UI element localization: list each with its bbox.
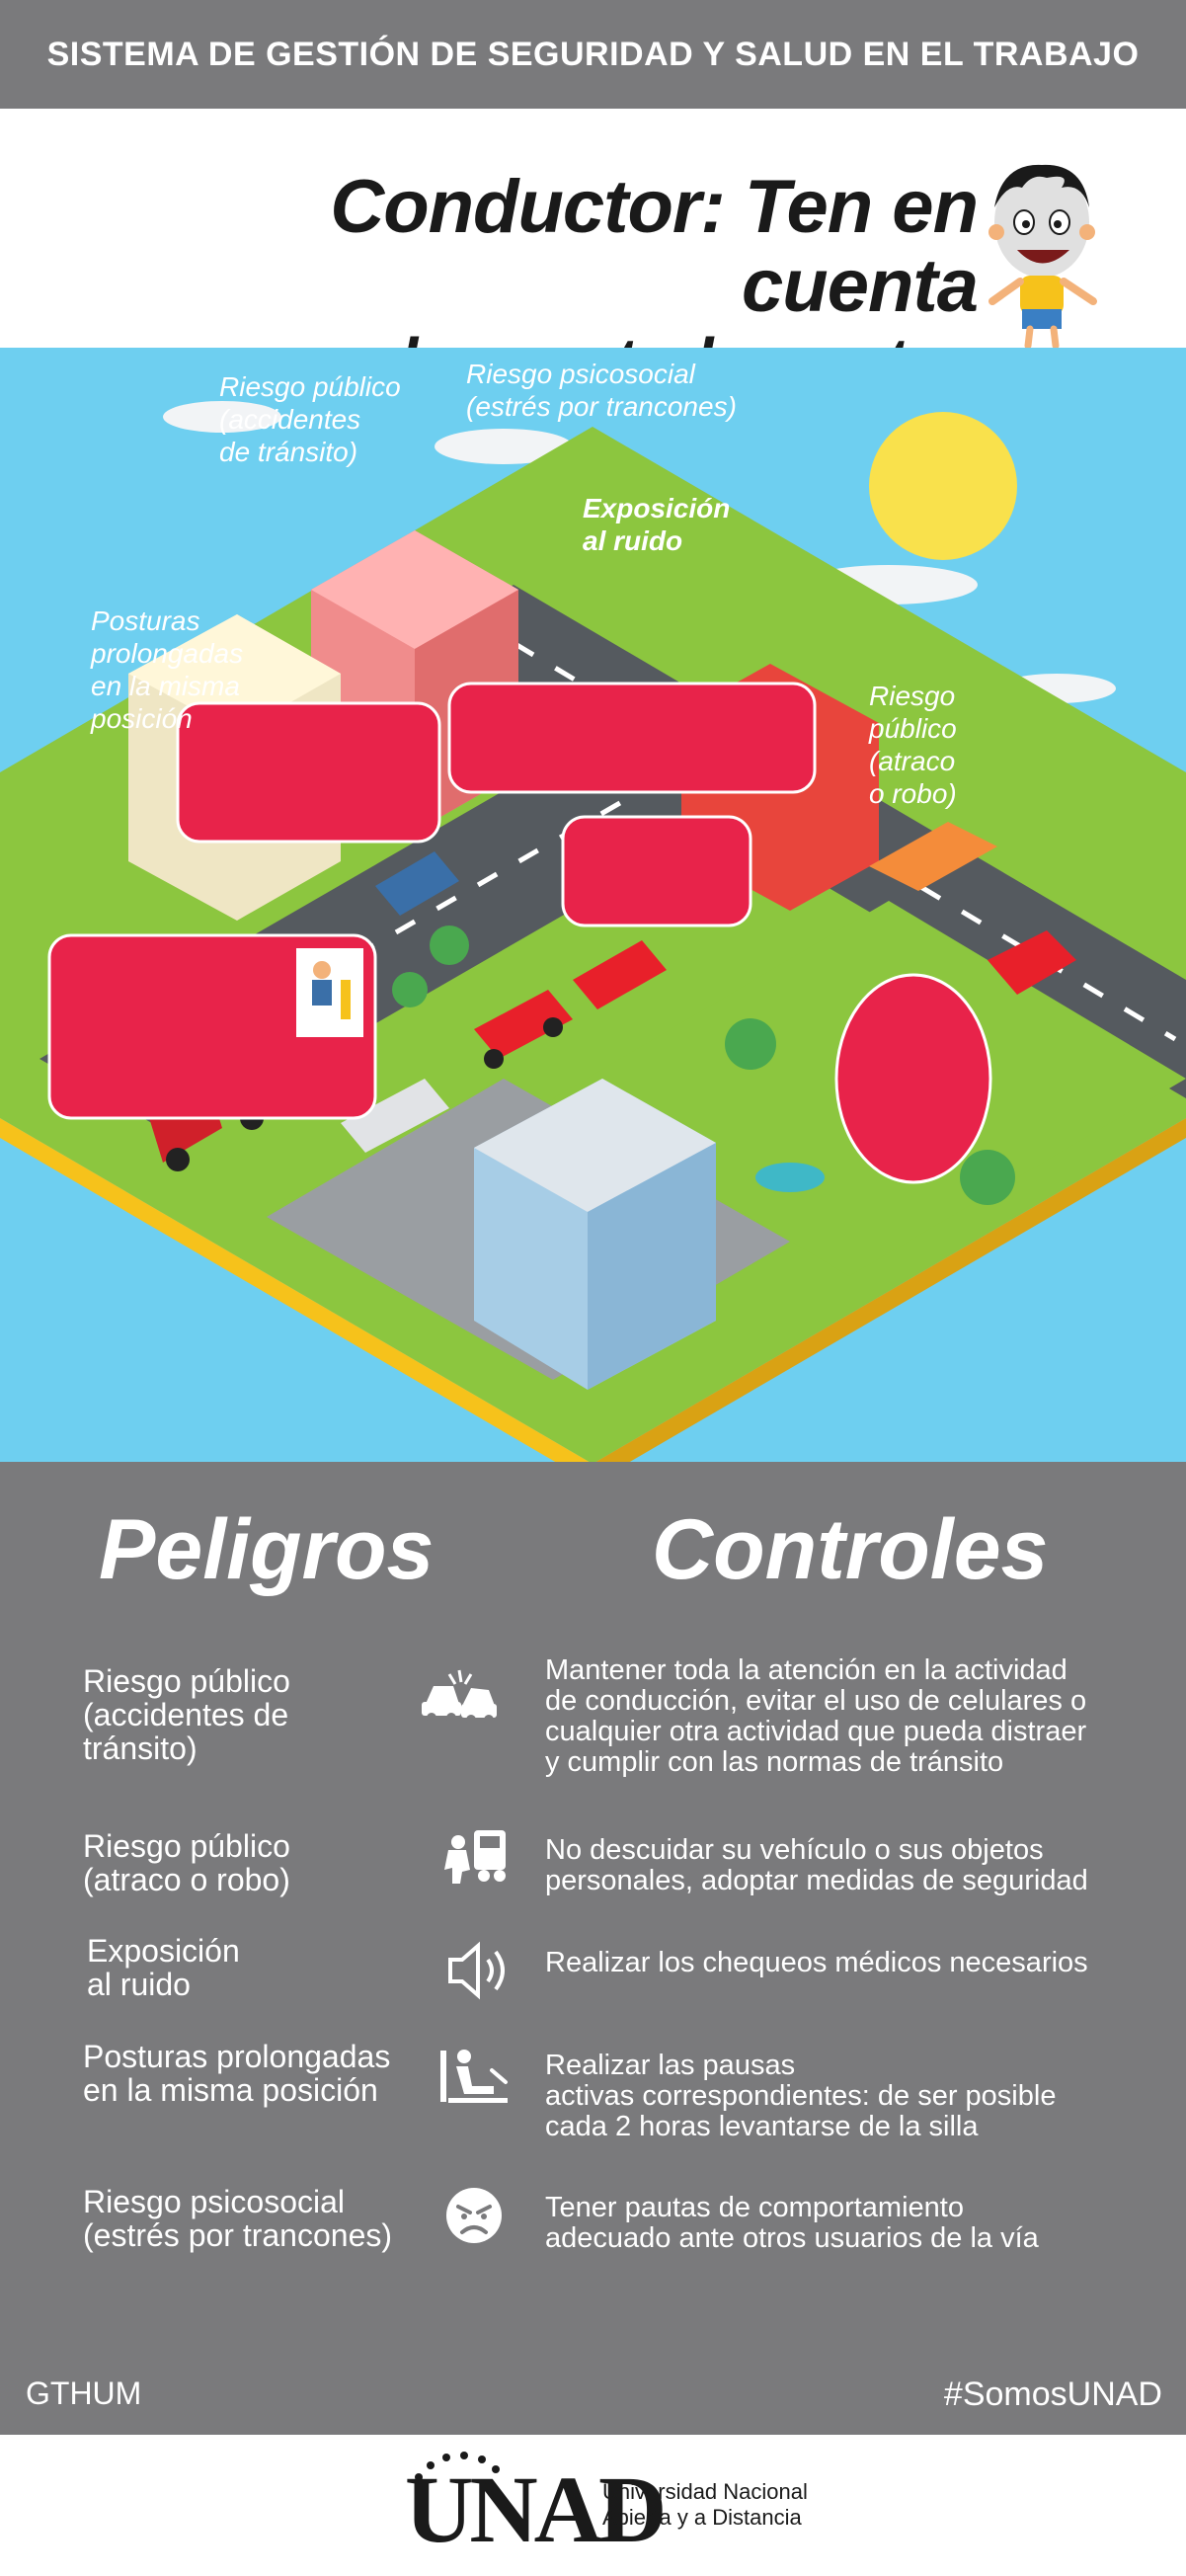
system-title: SISTEMA DE GESTIÓN DE SEGURIDAD Y SALUD … <box>46 35 1140 73</box>
hazard-public-risk-robbery: Riesgo público (atraco o robo) <box>83 1828 290 1897</box>
hazards-heading: Peligros <box>99 1502 435 1597</box>
control-behaviour-guidelines: Tener pautas de comportamiento adecuado … <box>545 2192 1039 2254</box>
hazard-noise-exposure: Exposición al ruido <box>87 1933 240 2002</box>
seated-driver-icon <box>440 2050 508 2103</box>
bubble-public-risk-robbery: Riesgo público (atraco o robo) <box>869 681 957 809</box>
control-medical-checks: Realizar los chequeos médicos necesarios <box>545 1947 1088 1978</box>
mascot-character-icon <box>988 164 1097 350</box>
hazard-psychosocial-risk: Riesgo psicosocial (estrés por trancones… <box>83 2184 393 2253</box>
bubble-noise-exposure: Exposición al ruido <box>583 493 731 556</box>
top-banner: SISTEMA DE GESTIÓN DE SEGURIDAD Y SALUD … <box>0 0 1186 109</box>
car-red-2-icon <box>573 940 667 1009</box>
bubble-prolonged-postures: Posturas prolongadas en la misma posició… <box>91 605 244 734</box>
control-vehicle-security: No descuidar su vehículo o sus objetos p… <box>545 1834 1088 1896</box>
logo-section <box>0 2435 1186 2576</box>
sun-icon <box>869 412 1017 560</box>
robbery-icon <box>444 1830 506 1884</box>
car-silver-icon <box>341 1079 449 1153</box>
footer-department: GTHUM <box>26 2375 142 2411</box>
van-icon <box>869 822 997 891</box>
car-red-3-icon <box>988 930 1076 995</box>
angry-face-icon <box>446 2188 502 2243</box>
bubble-psychosocial-risk: Riesgo psicosocial (estrés por trancones… <box>466 359 737 422</box>
hazard-public-risk-accidents: Riesgo público (accidentes de tránsito) <box>83 1663 290 1766</box>
footer-hashtag: #SomosUNAD <box>943 2375 1162 2413</box>
title-section: Conductor: Ten en cuenta los controles e… <box>0 109 1186 464</box>
controls-heading: Controles <box>652 1502 1049 1597</box>
title-line-1: Conductor: Ten en cuenta <box>330 165 979 328</box>
hazard-prolonged-postures: Posturas prolongadas en la misma posició… <box>83 2039 391 2108</box>
bubble-public-risk-accidents: Riesgo público (accidentes de tránsito) <box>219 371 401 467</box>
car-blue-icon <box>375 851 459 916</box>
control-active-breaks: Realizar las pausas activas correspondie… <box>545 2050 1057 2142</box>
control-attention-driving: Mantener toda la atención en la activida… <box>545 1654 1087 1778</box>
unad-logo: UNAD <box>405 2456 667 2562</box>
car-red-1-icon <box>474 990 573 1069</box>
hazards-controls-panel <box>0 1462 1186 2435</box>
speaker-volume-icon <box>448 1941 505 2000</box>
logo-dots-icon <box>415 2452 500 2481</box>
city-illustration <box>0 348 1186 1533</box>
building-blue <box>474 1079 716 1390</box>
car-crash-icon <box>422 1669 497 1725</box>
unad-logo-subtitle: Universidad Nacional Abierta y a Distanc… <box>602 2479 808 2530</box>
